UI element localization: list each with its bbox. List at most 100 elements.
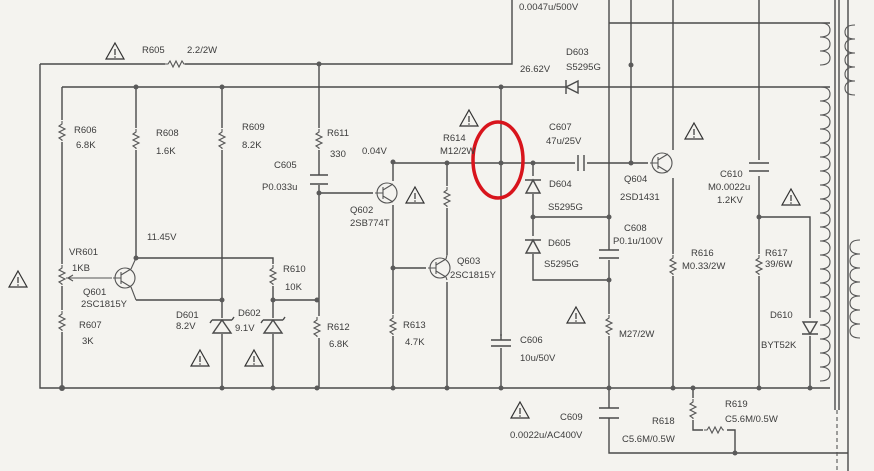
resistor-r605 bbox=[164, 60, 186, 68]
label-c605: C605 bbox=[274, 160, 297, 171]
label-r607: R607 bbox=[79, 320, 102, 331]
label-c607-value: 47u/25V bbox=[546, 136, 582, 147]
label-r608: R608 bbox=[156, 128, 179, 139]
label-c606: C606 bbox=[520, 335, 543, 346]
diode-d610 bbox=[801, 318, 819, 336]
resistor-r611 bbox=[313, 128, 325, 150]
label-r613: R613 bbox=[403, 320, 426, 331]
label-q604: Q604 bbox=[624, 174, 647, 185]
label-c607: C607 bbox=[549, 122, 572, 133]
resistor-r609 bbox=[216, 128, 228, 150]
safety-warning-icon bbox=[8, 270, 28, 288]
label-d604: D604 bbox=[549, 179, 572, 190]
label-c605-value: P0.033u bbox=[262, 182, 297, 193]
label-c610: C610 bbox=[720, 169, 743, 180]
label-c609-value: 0.0022u/AC400V bbox=[510, 430, 583, 441]
transistor-q603 bbox=[426, 254, 452, 282]
safety-warning-icon bbox=[244, 349, 264, 367]
label-c609: C609 bbox=[560, 412, 583, 423]
highlight-circle bbox=[471, 120, 525, 200]
label-q602: Q602 bbox=[350, 205, 373, 216]
label-voltage-0-04: 0.04V bbox=[362, 146, 387, 157]
label-d604-value: S5295G bbox=[548, 202, 583, 213]
safety-warning-icon bbox=[105, 42, 125, 60]
label-d602-value: 9.1V bbox=[235, 323, 255, 334]
resistor-r612 bbox=[311, 316, 323, 338]
diode-d604 bbox=[524, 176, 542, 194]
zener-d602 bbox=[260, 316, 286, 334]
diode-d603 bbox=[564, 79, 579, 95]
label-q601-value: 2SC1815Y bbox=[81, 299, 128, 310]
safety-warning-icon bbox=[781, 188, 801, 206]
resistor-r610 bbox=[267, 264, 279, 286]
label-r607-value: 3K bbox=[82, 336, 94, 347]
capacitor-c606 bbox=[490, 334, 512, 348]
label-d610: D610 bbox=[770, 310, 793, 321]
label-r605-value: 2.2/2W bbox=[187, 45, 217, 56]
label-r605: R605 bbox=[142, 45, 165, 56]
safety-warning-icon bbox=[405, 186, 425, 204]
potentiometer-vr601 bbox=[56, 264, 113, 286]
label-q602-value: 2SB774T bbox=[350, 218, 390, 229]
label-r610-value: 10K bbox=[285, 282, 303, 293]
label-d601-value: 8.2V bbox=[176, 321, 196, 332]
safety-warning-icon bbox=[190, 349, 210, 367]
label-r617-value: 39/6W bbox=[765, 259, 792, 270]
label-c-top: 0.0047u/500V bbox=[519, 2, 579, 13]
label-r609: R609 bbox=[242, 122, 265, 133]
zener-d601 bbox=[209, 316, 235, 334]
label-q603: Q603 bbox=[457, 256, 480, 267]
capacitor-c605 bbox=[310, 174, 328, 185]
label-r616-value: M0.33/2W bbox=[682, 261, 725, 272]
label-r619-value: C5.6M/0.5W bbox=[725, 414, 778, 425]
label-d605-value: S5295G bbox=[544, 259, 579, 270]
label-q603-value: 2SC1815Y bbox=[450, 270, 497, 281]
label-d610-value: BYT52K bbox=[761, 340, 797, 351]
safety-warning-icon bbox=[566, 306, 586, 324]
resistor-r608 bbox=[130, 128, 142, 150]
label-q601: Q601 bbox=[83, 287, 106, 298]
capacitor-c610 bbox=[749, 162, 769, 172]
label-r618-value: C5.6M/0.5W bbox=[622, 434, 675, 445]
resistor-r613 bbox=[387, 314, 399, 336]
label-d602: D602 bbox=[238, 308, 261, 319]
label-c610-value: M0.0022u bbox=[708, 182, 750, 193]
label-r612: R612 bbox=[327, 322, 350, 333]
resistor-r616 bbox=[667, 254, 679, 276]
capacitor-c609 bbox=[599, 407, 619, 419]
safety-warning-icon bbox=[684, 122, 704, 140]
label-r609-value: 8.2K bbox=[242, 140, 262, 151]
label-vr601-value: 1KB bbox=[72, 263, 90, 274]
label-r619: R619 bbox=[725, 399, 748, 410]
label-voltage-11-45: 11.45V bbox=[147, 232, 177, 243]
resistor-r614 bbox=[441, 186, 453, 208]
resistor-r607 bbox=[56, 310, 68, 332]
resistor-r617 bbox=[753, 254, 765, 276]
label-d603: D603 bbox=[566, 47, 589, 58]
label-voltage-26-62: 26.62V bbox=[520, 64, 551, 75]
label-c606-value: 10u/50V bbox=[520, 353, 556, 364]
label-r617: R617 bbox=[765, 248, 788, 259]
label-r606: R606 bbox=[74, 125, 97, 136]
label-d603-value: S5295G bbox=[566, 62, 601, 73]
warning-icons bbox=[8, 42, 801, 419]
label-r616: R616 bbox=[691, 248, 714, 259]
capacitor-c607 bbox=[575, 154, 587, 172]
transistor-q602 bbox=[373, 181, 398, 205]
label-r610: R610 bbox=[283, 264, 306, 275]
label-d605: D605 bbox=[548, 238, 571, 249]
label-vr601: VR601 bbox=[69, 247, 98, 258]
safety-warning-icon bbox=[510, 401, 530, 419]
safety-warning-icon bbox=[459, 109, 479, 127]
component-labels: 0.0047u/500V R605 2.2/2W D603 S5295G 26.… bbox=[69, 2, 797, 445]
transformer-secondary-coil bbox=[844, 24, 861, 339]
label-c608-value: P0.1u/100V bbox=[613, 236, 663, 247]
resistor-m27 bbox=[603, 314, 615, 336]
junction-dots bbox=[59, 61, 813, 456]
label-r606-value: 6.8K bbox=[76, 140, 96, 151]
label-r618: R618 bbox=[652, 416, 675, 427]
transistor-q604 bbox=[648, 150, 676, 178]
label-r612-value: 6.8K bbox=[329, 339, 349, 350]
